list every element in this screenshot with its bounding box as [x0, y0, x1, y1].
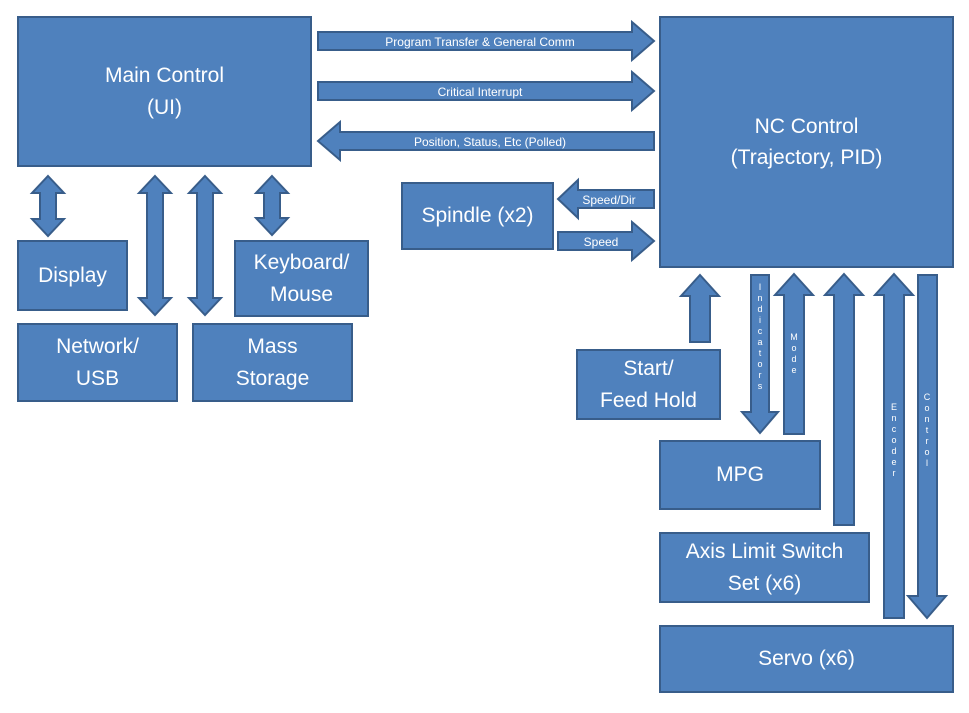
- indicators-arrow: [739, 274, 781, 435]
- program-transfer-label: Program Transfer & General Comm: [385, 35, 574, 49]
- speed-dir-label: Speed/Dir: [582, 193, 635, 207]
- speed-arrow: [557, 219, 656, 263]
- mass-storage-block: Mass Storage: [192, 323, 353, 402]
- start-hold-arrow: [678, 273, 722, 343]
- speed-dir-arrow: [556, 177, 655, 221]
- network-link-arrow: [136, 174, 174, 317]
- axis-limit-arrow: [822, 272, 866, 526]
- mpg-block: MPG: [659, 440, 821, 510]
- keyboard-mouse-block: Keyboard/ Mouse: [234, 240, 369, 317]
- spindle-block: Spindle (x2): [401, 182, 554, 250]
- position-status-arrow: [316, 119, 655, 163]
- storage-link-arrow: [186, 174, 224, 317]
- start-feed-hold-block: Start/ Feed Hold: [576, 349, 721, 420]
- nc-control-block: NC Control (Trajectory, PID): [659, 16, 954, 268]
- display-link-arrow: [29, 174, 67, 238]
- critical-interrupt-label: Critical Interrupt: [438, 85, 523, 99]
- axis-limit-switch-block: Axis Limit Switch Set (x6): [659, 532, 870, 603]
- critical-interrupt-arrow: [317, 69, 656, 113]
- mode-arrow: [772, 272, 816, 435]
- servo-block: Servo (x6): [659, 625, 954, 693]
- position-status-label: Position, Status, Etc (Polled): [414, 135, 566, 149]
- program-transfer-arrow: [317, 19, 656, 63]
- speed-label: Speed: [584, 235, 619, 249]
- control-arrow: [905, 274, 949, 620]
- keyboard-link-arrow: [253, 174, 291, 237]
- main-control-block: Main Control (UI): [17, 16, 312, 167]
- encoder-arrow: [872, 272, 916, 619]
- display-block: Display: [17, 240, 128, 311]
- network-usb-block: Network/ USB: [17, 323, 178, 402]
